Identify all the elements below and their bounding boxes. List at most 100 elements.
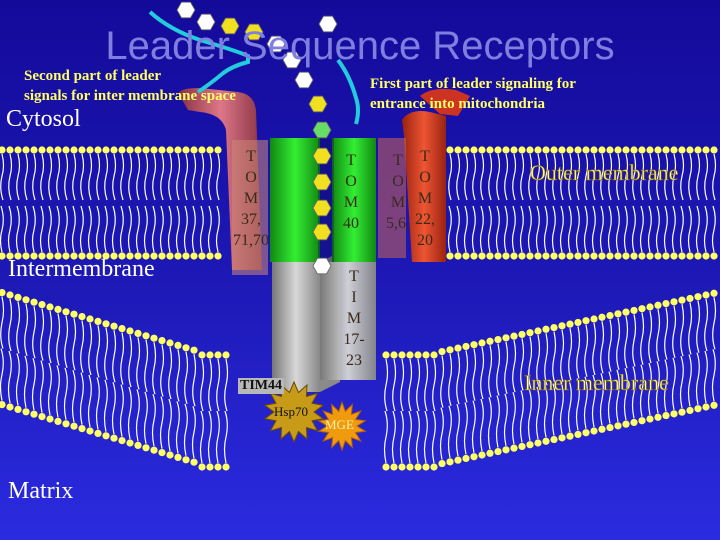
lipid-tail bbox=[191, 205, 196, 253]
lipid-tail bbox=[600, 153, 605, 201]
lipid-tail bbox=[63, 205, 68, 253]
lipid-tail bbox=[383, 410, 388, 464]
lipid-head bbox=[670, 252, 678, 260]
lipid-tail bbox=[95, 377, 100, 430]
lipid-tail bbox=[656, 309, 661, 362]
lipid-tail bbox=[175, 205, 180, 253]
lipid-head bbox=[62, 420, 70, 428]
lipid-head bbox=[14, 146, 22, 154]
lipid-head bbox=[70, 146, 78, 154]
precursor-bead bbox=[312, 173, 332, 191]
lipid-head bbox=[526, 329, 534, 337]
lipid-head bbox=[566, 252, 574, 260]
lipid-tail bbox=[712, 153, 717, 201]
lipid-head bbox=[182, 146, 190, 154]
lipid-head bbox=[598, 252, 606, 260]
lipid-head bbox=[430, 463, 438, 471]
lipid-tail bbox=[472, 153, 477, 201]
tom37-line-5: 71,70 bbox=[233, 232, 269, 249]
lipid-head bbox=[86, 252, 94, 260]
lipid-tail bbox=[504, 153, 509, 201]
lipid-tail bbox=[40, 308, 45, 361]
lipid-tail bbox=[151, 205, 156, 253]
lipid-head bbox=[94, 429, 102, 437]
lipid-tail bbox=[696, 300, 701, 353]
lipid-head bbox=[150, 146, 158, 154]
lipid-tail bbox=[576, 153, 581, 201]
lipid-tail bbox=[192, 354, 197, 407]
lipid-tail bbox=[520, 338, 525, 391]
lipid-tail bbox=[712, 297, 717, 350]
lipid-tail bbox=[631, 205, 636, 253]
lipid-head bbox=[126, 439, 134, 447]
lipid-tail bbox=[711, 349, 716, 402]
lipid-head bbox=[502, 334, 510, 342]
lipid-tail bbox=[672, 153, 677, 201]
lipid-tail bbox=[64, 153, 69, 201]
lipid-tail bbox=[559, 205, 564, 253]
lipid-head bbox=[422, 463, 430, 471]
lipid-head bbox=[494, 335, 502, 344]
lipid-tail bbox=[528, 153, 533, 201]
lipid-tail bbox=[567, 379, 572, 433]
lipid-head bbox=[670, 146, 678, 154]
lipid-head bbox=[214, 463, 222, 471]
lipid-head bbox=[70, 252, 78, 260]
page-title: Leader Sequence Receptors bbox=[105, 24, 615, 68]
lipid-head bbox=[78, 313, 86, 321]
lipid-head bbox=[390, 351, 398, 359]
lipid-head bbox=[638, 417, 646, 425]
lipid-head bbox=[638, 146, 646, 154]
lipid-head bbox=[654, 301, 662, 309]
lipid-head bbox=[542, 252, 550, 260]
lipid-tail bbox=[672, 305, 677, 359]
lipid-tail bbox=[104, 327, 109, 380]
lipid-head bbox=[22, 146, 30, 154]
lipid-tail bbox=[631, 366, 636, 419]
lipid-tail bbox=[528, 336, 533, 389]
lipid-tail bbox=[471, 400, 476, 453]
lipid-head bbox=[406, 463, 414, 471]
lipid-head bbox=[30, 298, 38, 306]
lipid-tail bbox=[695, 352, 700, 405]
lipid-head bbox=[142, 332, 150, 340]
lipid-tail bbox=[16, 301, 21, 354]
lipid-head bbox=[150, 334, 158, 342]
lipid-tail bbox=[152, 153, 157, 201]
precursor-bead bbox=[220, 17, 240, 35]
lipid-tail bbox=[584, 324, 589, 377]
lipid-head bbox=[6, 146, 14, 154]
lipid-head bbox=[30, 410, 38, 418]
lipid-tail bbox=[535, 205, 540, 253]
lipid-head bbox=[406, 351, 414, 359]
lipid-tail bbox=[448, 353, 453, 407]
label-inner-membrane: Inner membrane bbox=[524, 370, 669, 396]
lipid-head bbox=[574, 430, 582, 439]
lipid-tail bbox=[103, 205, 108, 253]
lipid-head bbox=[38, 146, 46, 154]
lipid-head bbox=[566, 432, 574, 440]
lipid-tail bbox=[543, 205, 548, 253]
tom37-71-70-receptor bbox=[179, 88, 268, 275]
lipid-tail bbox=[472, 348, 477, 401]
lipid-tail bbox=[488, 153, 493, 201]
inner-membrane-bilayer bbox=[0, 289, 718, 471]
lipid-tail bbox=[111, 205, 116, 253]
lipid-head bbox=[622, 146, 630, 154]
lipid-tail bbox=[671, 205, 676, 253]
lipid-tail bbox=[463, 402, 468, 455]
lipid-tail bbox=[23, 355, 28, 408]
lipid-tail bbox=[183, 403, 188, 456]
lipid-head bbox=[38, 252, 46, 260]
lipid-tail bbox=[416, 358, 421, 412]
lipid-head bbox=[22, 408, 30, 416]
lipid-head bbox=[110, 322, 118, 330]
lipid-head bbox=[214, 351, 222, 359]
lipid-tail bbox=[496, 343, 501, 396]
lipid-tail bbox=[135, 389, 140, 442]
lipid-tail bbox=[552, 331, 557, 384]
lipid-tail bbox=[199, 205, 204, 253]
lipid-head bbox=[662, 299, 670, 308]
lipid-tail bbox=[208, 153, 213, 201]
